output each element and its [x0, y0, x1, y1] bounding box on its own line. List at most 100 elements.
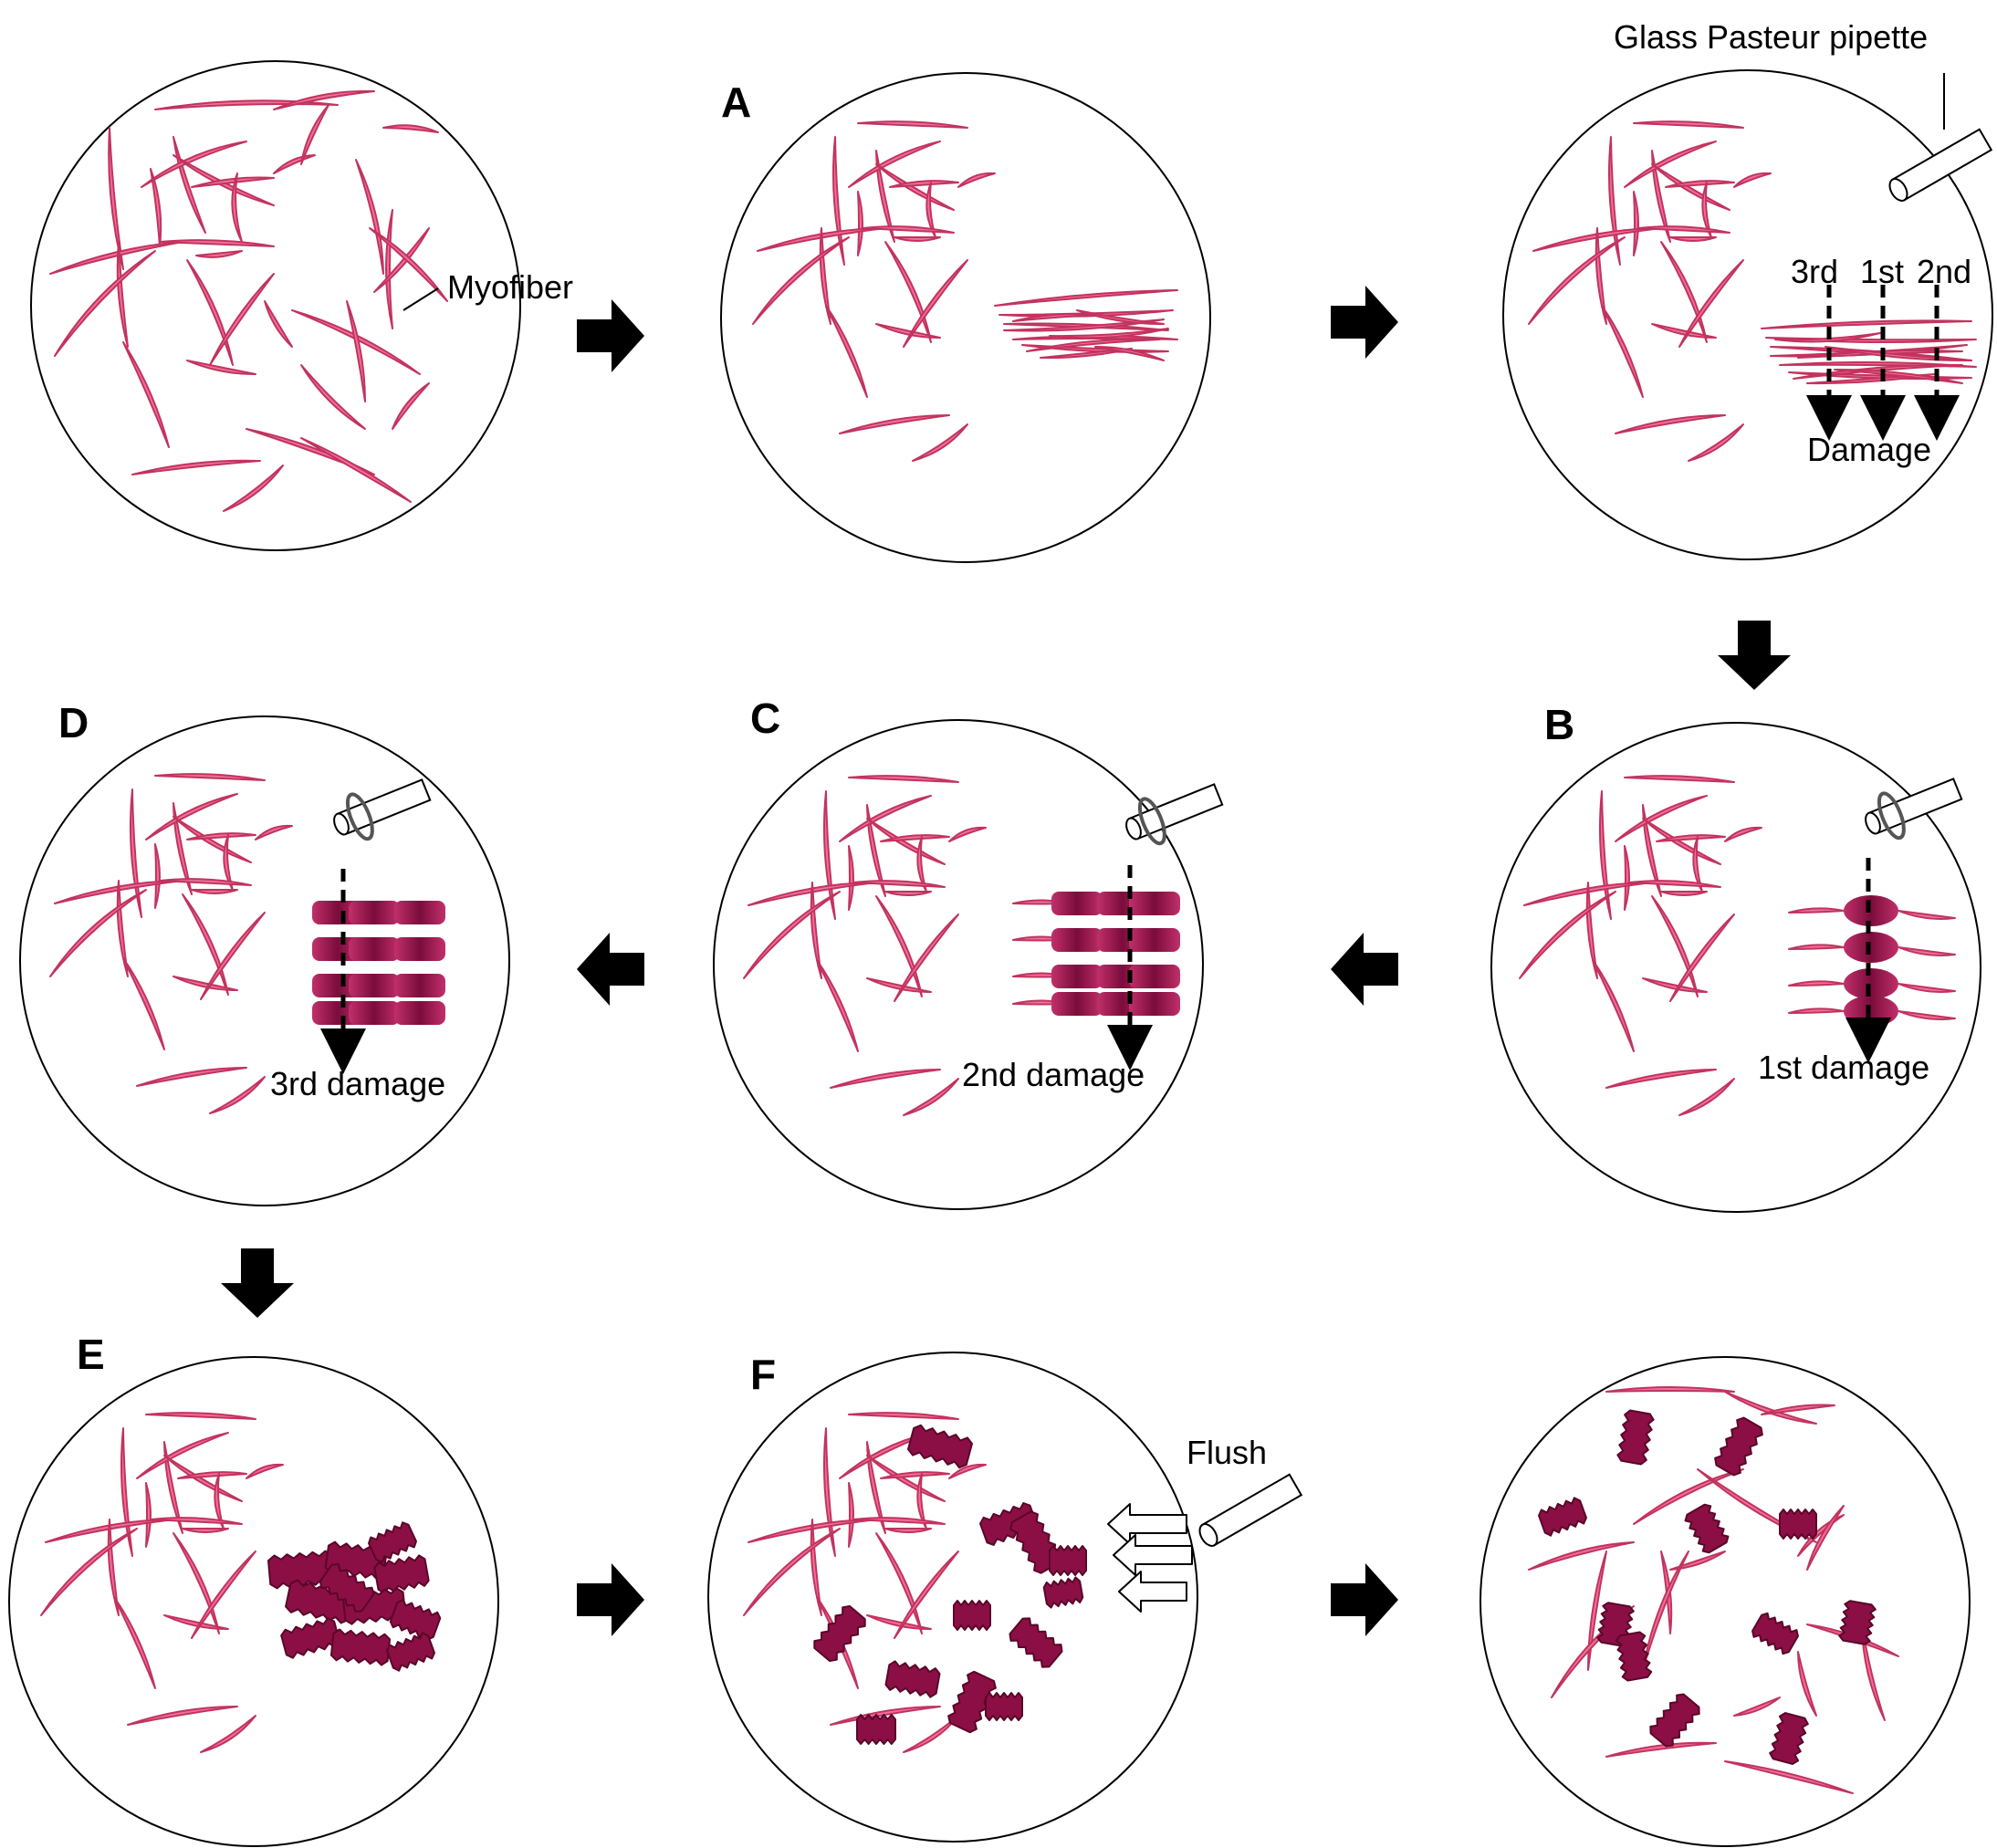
- myofiber: [875, 323, 941, 339]
- myofiber: [1898, 910, 1956, 920]
- myofiber: [191, 176, 275, 188]
- myofiber: [884, 891, 932, 896]
- myofiber: [191, 889, 238, 894]
- myofiber: [1605, 1741, 1717, 1758]
- order-label-first: 1st: [1860, 253, 1904, 290]
- myofiber-fragment: [1009, 1510, 1062, 1574]
- myofiber: [150, 1517, 243, 1525]
- myofiber: [163, 1614, 229, 1631]
- step-label-d: D: [58, 699, 89, 747]
- myofiber: [346, 300, 366, 402]
- myofiber: [1651, 323, 1717, 339]
- myofiber: [159, 239, 275, 247]
- myofiber: [880, 1471, 950, 1479]
- myofiber: [1076, 309, 1165, 326]
- myofiber: [830, 1069, 941, 1089]
- myofiber: [355, 159, 384, 275]
- myofiber: [1592, 959, 1635, 1052]
- myofiber: [177, 1471, 247, 1479]
- myofiber: [866, 977, 932, 994]
- myofiber-fragment: [1751, 1612, 1799, 1655]
- myofiber: [880, 834, 950, 842]
- myofiber-fragment: [1538, 1497, 1587, 1537]
- myofiber: [903, 1078, 959, 1116]
- myofiber: [195, 250, 243, 258]
- myofiber: [743, 1528, 841, 1616]
- damaged-myofiber-segment: [394, 1001, 445, 1025]
- second-damage-label: 2nd damage: [962, 1056, 1145, 1093]
- myofiber: [1026, 338, 1160, 352]
- myofiber: [1898, 1010, 1956, 1020]
- step-labels: A B C D E F: [58, 78, 1574, 1398]
- myofiber: [246, 1463, 284, 1479]
- myofiber: [145, 793, 238, 840]
- myofiber: [49, 889, 147, 977]
- damaged-myofiber-segment: [349, 937, 400, 961]
- damaged-myofiber-segment: [1051, 928, 1103, 952]
- myofiber: [1587, 1550, 1607, 1671]
- arrow-right-icon: [577, 299, 644, 372]
- myofiber: [1599, 790, 1612, 920]
- myofiber: [1605, 1386, 1735, 1393]
- myofiber-fragment: [1769, 1712, 1809, 1765]
- myofiber: [994, 289, 1178, 307]
- myofiber-bundle-damaged: [1012, 892, 1180, 1016]
- myofiber: [373, 227, 430, 293]
- myofiber-fragment: [1649, 1693, 1700, 1748]
- myofiber-bundle: [1761, 319, 1977, 385]
- damaged-myofiber-segment: [1129, 992, 1180, 1016]
- myofiber: [1528, 236, 1626, 325]
- myofiber: [255, 824, 293, 840]
- myofiber: [1806, 1505, 1845, 1571]
- myofiber: [894, 236, 941, 242]
- myofiber: [832, 136, 845, 266]
- rotation-icon: [345, 792, 374, 841]
- damaged-myofiber-segment: [1844, 895, 1898, 926]
- myofiber: [273, 154, 316, 174]
- myofiber: [866, 1614, 932, 1631]
- myofiber: [122, 341, 170, 448]
- myofiber: [743, 891, 841, 979]
- myofiber: [145, 1482, 152, 1548]
- myofiber: [1678, 1078, 1735, 1116]
- damaged-myofiber-segment: [349, 901, 400, 924]
- myofiber: [857, 191, 863, 256]
- myofiber: [852, 880, 946, 888]
- arrow-left-icon: [1331, 933, 1398, 1006]
- myofiber: [866, 1455, 946, 1502]
- damaged-myofiber-segment: [1051, 892, 1103, 915]
- damaged-myofiber-segment: [1844, 932, 1898, 963]
- myofiber: [1660, 241, 1708, 343]
- damaged-myofiber-segment: [1051, 965, 1103, 988]
- myofiber: [884, 1528, 932, 1533]
- myofiber: [186, 832, 256, 840]
- damaged-myofiber-segment: [1844, 996, 1898, 1027]
- myofiber-fragment: [329, 1628, 392, 1666]
- myofiber: [1861, 1624, 1886, 1721]
- myofiber-fragment: [1042, 1576, 1084, 1609]
- arrow-down-icon: [1718, 621, 1791, 690]
- myofiber: [875, 1532, 923, 1634]
- myofiber: [1624, 141, 1717, 188]
- myofiber: [1806, 1624, 1899, 1657]
- pipette-label: Glass Pasteur pipette: [1614, 18, 1928, 56]
- myofiber: [839, 795, 932, 842]
- myofiber: [875, 150, 895, 243]
- myofiber: [1669, 1550, 1726, 1571]
- myofiber-field: [49, 773, 293, 1114]
- myofiber: [159, 878, 252, 886]
- myofiber-field: [1528, 120, 1772, 462]
- myofiber: [1624, 845, 1630, 911]
- arrow-right-icon: [577, 1563, 644, 1636]
- myofiber-field: [49, 89, 448, 512]
- myofiber: [894, 914, 959, 1002]
- myofiber: [200, 1715, 256, 1753]
- pipette-icon: [1125, 783, 1224, 846]
- myofiber: [866, 804, 886, 897]
- myofiber: [1601, 305, 1644, 398]
- dish-b: [1490, 722, 1981, 1213]
- myofiber-fragment: [1049, 1545, 1087, 1576]
- myofiber: [1528, 1541, 1635, 1571]
- myofiber: [141, 141, 247, 188]
- myofiber: [848, 1412, 959, 1420]
